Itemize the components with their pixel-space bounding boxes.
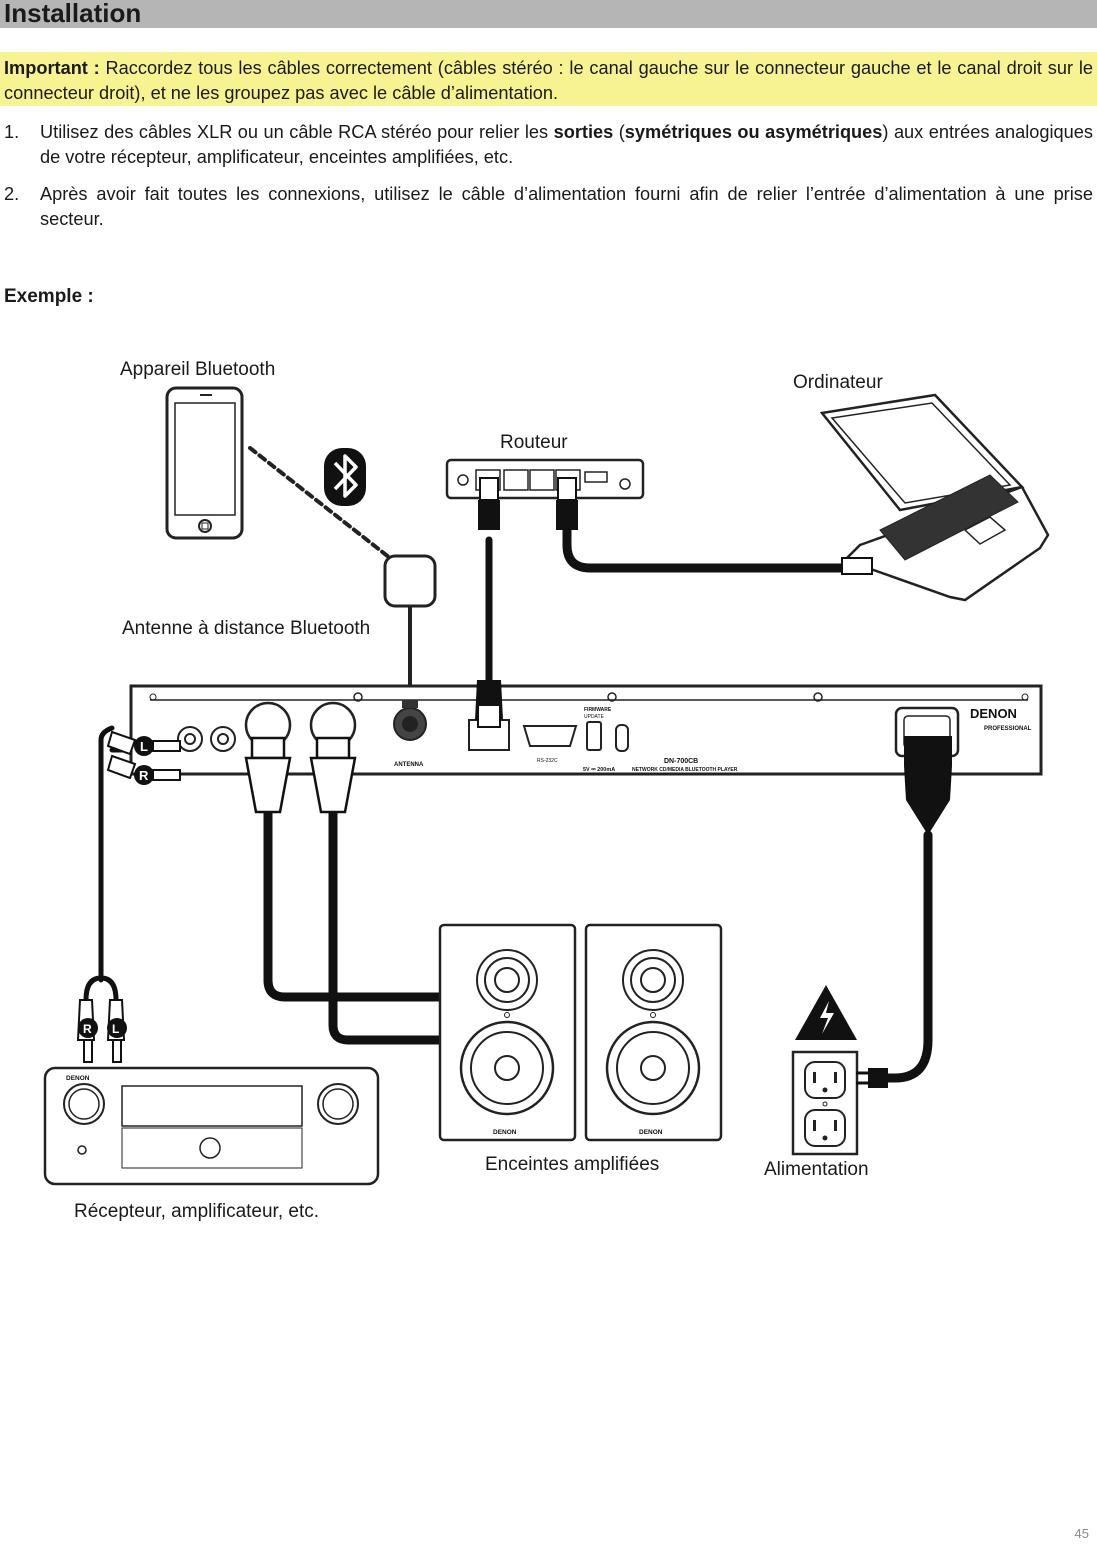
important-text: Raccordez tous les câbles correctement (… xyxy=(4,58,1093,103)
power-outlet xyxy=(791,985,888,1156)
important-paragraph: Important : Raccordez tous les câbles co… xyxy=(0,52,1097,106)
bluetooth-phone xyxy=(165,386,244,540)
rca-right-label: R xyxy=(139,768,149,783)
step-text: Après avoir fait toutes les connexions, … xyxy=(40,184,1093,229)
label-receiver: Récepteur, amplificateur, etc. xyxy=(74,1201,320,1222)
step-text: Utilisez des câbles XLR ou un câble RCA … xyxy=(40,122,554,142)
speaker-left: DENON xyxy=(438,923,577,1142)
important-note: Important : Raccordez tous les câbles co… xyxy=(0,52,1097,106)
device-plugs: L R xyxy=(106,680,952,835)
xlr-cable-left xyxy=(263,807,450,1002)
powered-speakers: DENON DENON xyxy=(438,923,723,1142)
step-number: 2. xyxy=(4,184,20,204)
rca-cable-main xyxy=(98,725,115,943)
bluetooth-antenna-device xyxy=(383,554,437,608)
section-header-bar: Installation xyxy=(0,0,1097,28)
rca-left-label: L xyxy=(140,739,148,754)
rs232-label: RS-232C xyxy=(537,758,558,764)
receiver-brand: DENON xyxy=(66,1075,90,1082)
step-2: 2. Après avoir fait toutes les connexion… xyxy=(0,182,1097,232)
model-description: NETWORK CD/MEDIA BLUETOOTH PLAYER xyxy=(632,767,738,773)
device-brand-sub: PROFESSIONAL xyxy=(984,726,1032,732)
laptop-computer xyxy=(819,393,1050,602)
cables xyxy=(83,446,933,1083)
rca-cable-split xyxy=(83,937,119,1003)
step-text: ) aux entrées analogiques de votre récep… xyxy=(40,122,1093,167)
receiver-rca-left-label: L xyxy=(112,1022,119,1036)
label-computer: Ordinateur xyxy=(793,372,883,393)
step-text: ( xyxy=(613,122,625,142)
router-device xyxy=(445,458,645,530)
step-1: 1. Utilisez des câbles XLR ou un câble R… xyxy=(0,120,1097,170)
example-heading: Exemple : xyxy=(4,286,94,307)
label-bt-antenna: Antenne à distance Bluetooth xyxy=(122,618,371,639)
bluetooth-link xyxy=(248,446,392,560)
usb-power-label: 5V ⎓ 200mA xyxy=(583,767,615,773)
device-brand: DENON xyxy=(970,706,1017,721)
speaker-left-brand: DENON xyxy=(493,1129,517,1136)
step-bold-term: symétriques ou asymétriques xyxy=(624,122,883,142)
label-router: Routeur xyxy=(500,432,568,453)
important-label: Important : xyxy=(4,58,100,78)
antenna-port-label: ANTENNA xyxy=(394,762,424,768)
receiver-rca-right-label: R xyxy=(83,1022,92,1036)
label-power: Alimentation xyxy=(764,1159,869,1180)
instruction-steps: 1. Utilisez des câbles XLR ou un câble R… xyxy=(0,120,1097,244)
dn700cb-rear-panel: DENON PROFESSIONAL ANTENNA RS-232C FIRMW… xyxy=(129,684,1043,776)
power-cable xyxy=(875,830,933,1083)
step-bold-term: sorties xyxy=(553,122,614,142)
speaker-right: DENON xyxy=(584,923,723,1142)
label-speakers: Enceintes amplifiées xyxy=(485,1154,660,1175)
firmware-label: FIRMWARE xyxy=(584,707,612,713)
ethernet-cable-computer xyxy=(562,525,847,573)
xlr-cable-right xyxy=(328,807,450,1045)
page-number: 45 xyxy=(1074,1526,1089,1541)
model-name: DN-700CB xyxy=(664,758,698,765)
label-bluetooth-device: Appareil Bluetooth xyxy=(120,359,276,380)
section-title: Installation xyxy=(4,0,142,28)
speaker-right-brand: DENON xyxy=(639,1129,663,1136)
bluetooth-icon xyxy=(324,448,366,506)
receiver-device: R L DENON xyxy=(43,999,380,1186)
step-number: 1. xyxy=(4,122,20,142)
update-label: UPDATE xyxy=(584,714,605,720)
